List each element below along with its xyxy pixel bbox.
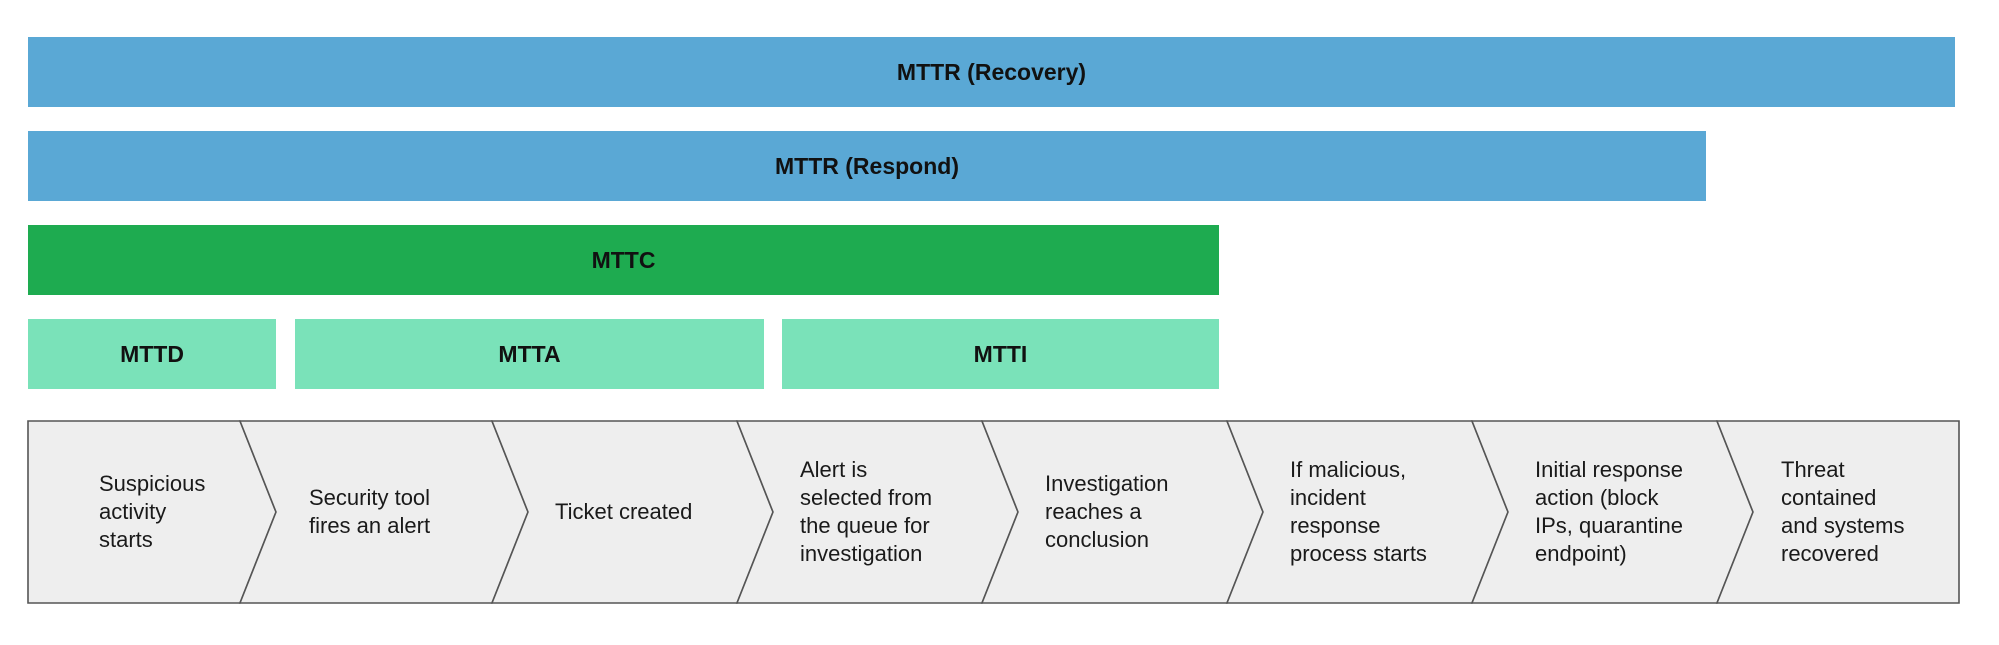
step-5-label: Investigation reaches a conclusion [1045,470,1169,552]
mttr-respond-bar: MTTR (Respond) [28,131,1706,201]
mttd-bar: MTTD [28,319,276,389]
step-6-label: If malicious, incident response process … [1290,456,1427,566]
step-4-label: Alert is selected from the queue for inv… [800,456,933,566]
step-1-label: Suspicious activity starts [99,470,206,552]
mttc-bar: MTTC [28,225,1219,295]
step-2-label: Security tool fires an alert [309,484,431,538]
process-step-8 [1715,420,1960,604]
mtta-bar: MTTA [295,319,764,389]
mtti-bar: MTTI [782,319,1219,389]
step-3-label: Ticket created [555,498,693,524]
step-7-label: Initial response action (block IPs, quar… [1535,456,1683,566]
step-8-label: Threat contained and systems recovered [1781,456,1905,566]
mttr-recovery-bar: MTTR (Recovery) [28,37,1955,107]
